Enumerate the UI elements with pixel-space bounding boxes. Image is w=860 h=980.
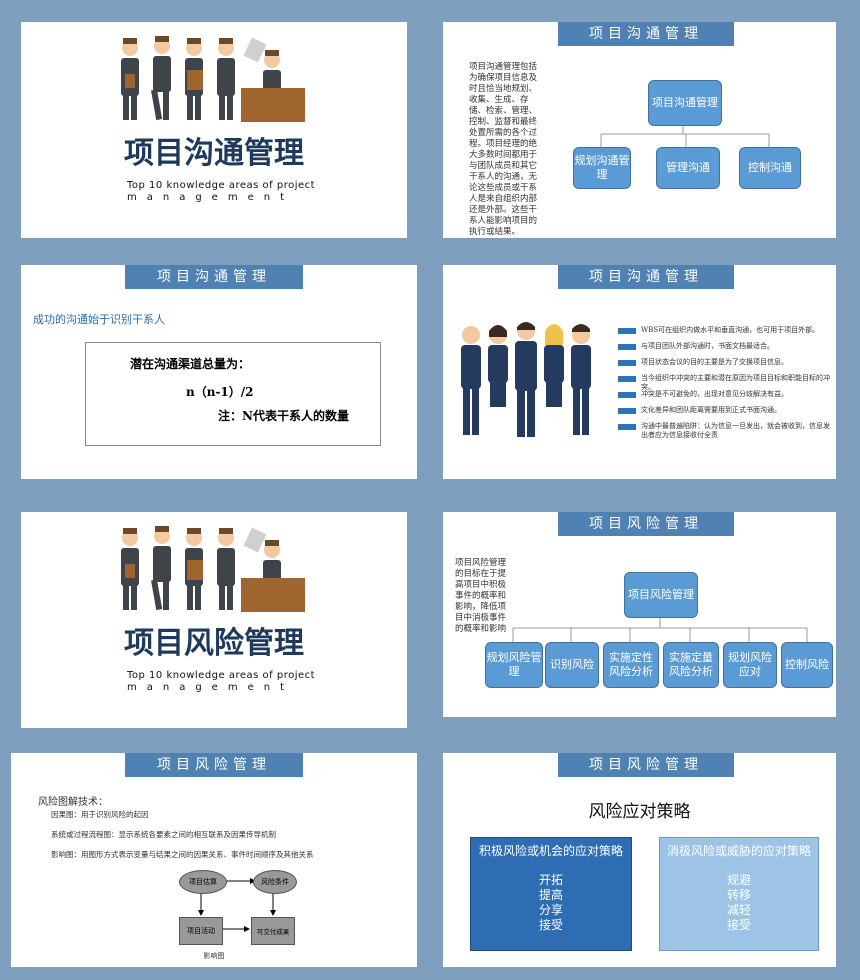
slide-risk-diagram[interactable]: 项目风险管理 风险图解技术： 因果图：用于识别风险的起因 系统或过程流程图：显示… (11, 753, 417, 967)
slide-comm-points[interactable]: 项目沟通管理 WBS可在组织内做水平和垂直沟通，也可用于项目外部。 与项目团队外… (443, 265, 836, 479)
org-root-box[interactable]: 项目沟通管理 (648, 80, 722, 126)
strategy-item: 开拓 (538, 873, 563, 887)
influence-diagram-arrows (198, 878, 276, 932)
bullet-arrow-icon (618, 360, 636, 366)
business-people-illustration (121, 36, 305, 122)
strategy-item: 接受 (726, 918, 751, 932)
slide-header: 项目沟通管理 (558, 265, 734, 289)
formula-label: 潜在沟通渠道总量为： (130, 357, 251, 371)
slide-risk-strategies[interactable]: 项目风险管理 风险应对策略 积极风险或机会的应对策略 开拓 提高 分享 接受 消… (443, 753, 836, 967)
subtitle-line-2: management (127, 192, 294, 203)
negative-strategy-box: 消极风险或威胁的应对策略 规避 转移 减轻 接受 (659, 837, 819, 951)
strategy-item: 接受 (538, 918, 563, 932)
slide-header: 项目沟通管理 (125, 265, 303, 289)
formula-note: 注：N代表干系人的数量 (218, 409, 349, 423)
bullet-arrow-icon (618, 376, 636, 382)
bullet-arrow-icon (618, 408, 636, 414)
bullet-arrow-icon (618, 392, 636, 398)
bullet-text: 与项目团队外部沟通时，书面文档最适合。 (641, 342, 774, 350)
strategy-item: 转移 (726, 888, 751, 902)
strategy-item: 规避 (726, 873, 751, 887)
slide-header: 项目沟通管理 (558, 22, 734, 46)
slide-risk-overview[interactable]: 项目风险管理 项目风险管理的目标在于提高项目中积极事件的概率和影响，降低项目中消… (443, 512, 836, 717)
slide-title: 项目风险管理 (124, 626, 304, 661)
org-root-box[interactable]: 项目风险管理 (624, 572, 698, 618)
strategy-item: 提高 (538, 888, 563, 902)
strategy-title: 积极风险或机会的应对策略 (478, 844, 623, 858)
bullet-arrow-icon (618, 344, 636, 350)
description-text: 项目风险管理的目标在于提高项目中积极事件的概率和影响，降低项目中消极事件的概率和… (455, 558, 507, 634)
subtitle-line-2: management (127, 682, 294, 693)
subtitle-line-1: Top 10 knowledge areas of project (127, 180, 316, 191)
org-child-box[interactable]: 控制沟通 (739, 147, 801, 189)
bullet-arrow-icon (618, 424, 636, 430)
org-child-box[interactable]: 规划沟通管理 (573, 147, 631, 189)
positive-strategy-box: 积极风险或机会的应对策略 开拓 提高 分享 接受 (470, 837, 632, 951)
bullet-text: 项目状态会议的目的主要是为了交换项目信息。 (641, 358, 788, 366)
strategy-title: 消极风险或威胁的应对策略 (666, 844, 811, 858)
org-child-box[interactable]: 规划风险应对 (723, 642, 777, 688)
strategy-item: 减轻 (726, 903, 751, 917)
bullet-arrow-icon (618, 328, 636, 334)
technique-item: 影响图：用图形方式表示变量与结果之间的因果关系、事件时间顺序及其他关系 (51, 850, 314, 859)
slide-risk-title[interactable]: 项目风险管理 Top 10 knowledge areas of project… (21, 512, 407, 728)
org-child-box[interactable]: 识别风险 (545, 642, 599, 688)
diagram-node-rect: 项目活动 (179, 917, 223, 945)
slide-comm-overview[interactable]: 项目沟通管理 项目沟通管理包括为确保项目信息及时且恰当地规划、收集、生成、存储、… (443, 22, 836, 238)
bullet-text: 文化差异和团队距离需要用到正式书面沟通。 (641, 406, 781, 414)
connector-lines (512, 616, 808, 642)
technique-item: 因果图：用于识别风险的起因 (51, 810, 149, 819)
section-heading: 风险图解技术： (38, 797, 108, 808)
slide-comm-title[interactable]: 项目沟通管理 Top 10 knowledge areas of project… (21, 22, 407, 238)
diagram-node-rect: 可交付成果 (251, 917, 295, 945)
org-child-box[interactable]: 规划风险管理 (485, 642, 543, 688)
team-illustration (461, 322, 591, 437)
connector-lines (600, 124, 770, 147)
org-child-box[interactable]: 实施定量风险分析 (663, 642, 719, 688)
bullet-text: 冲突是不可避免的，出现对意见分歧解决有益。 (641, 390, 788, 398)
slide-comm-channels[interactable]: 项目沟通管理 成功的沟通始于识别干系人 潜在沟通渠道总量为： n（n-1）/2 … (21, 265, 417, 479)
formula-value: n（n-1）/2 (186, 385, 254, 399)
slide-header: 项目风险管理 (558, 512, 734, 536)
technique-item: 系统或过程流程图：显示系统各要素之间的相互联系及因果传导机制 (51, 830, 276, 839)
subtitle-line-1: Top 10 knowledge areas of project (127, 670, 316, 681)
org-child-box[interactable]: 管理沟通 (656, 147, 720, 189)
slide-header: 项目风险管理 (558, 753, 734, 777)
slide-header: 项目风险管理 (125, 753, 303, 777)
org-child-box[interactable]: 实施定性风险分析 (603, 642, 659, 688)
bullet-text: 当今组织中冲突的主要和潜在原因为项目目标和职能目标的冲突。 (641, 374, 830, 391)
bullet-text: 沟通中最普遍陷阱：认为信息一旦发出，就会被收到，信息发出者应为信息接收付全责 (641, 422, 830, 439)
slide-title: 项目沟通管理 (124, 136, 304, 171)
diagram-node-oval: 风险条件 (253, 870, 297, 894)
diagram-caption: 影响图 (203, 952, 225, 960)
strategy-item: 分享 (538, 903, 563, 917)
org-child-box[interactable]: 控制风险 (781, 642, 833, 688)
intro-text: 成功的沟通始于识别干系人 (33, 313, 165, 326)
business-people-illustration (121, 526, 305, 612)
bullet-text: WBS可在组织内做水平和垂直沟通，也可用于项目外部。 (641, 326, 820, 334)
description-text: 项目沟通管理包括为确保项目信息及时且恰当地规划、收集、生成、存储、检索、管理、控… (469, 62, 538, 237)
formula-box: 潜在沟通渠道总量为： n（n-1）/2 注：N代表干系人的数量 (85, 342, 381, 446)
section-heading: 风险应对策略 (588, 802, 691, 822)
diagram-node-oval: 项目估算 (179, 870, 227, 894)
